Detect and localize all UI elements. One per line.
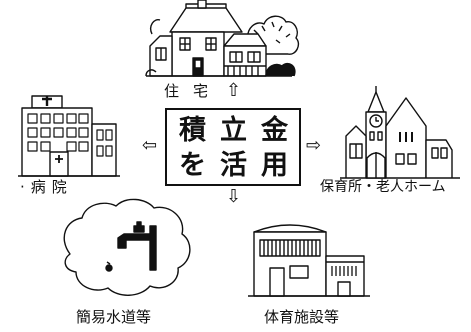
center-text-2: 立 xyxy=(220,115,247,146)
water-tap-illustration xyxy=(63,198,191,296)
arrow-down-icon: ⇩ xyxy=(226,186,242,207)
center-text-5: 活 xyxy=(220,150,247,181)
house-illustration xyxy=(145,0,300,77)
label-gym: 体育施設等 xyxy=(264,308,340,326)
label-nursery: 保育所・老人ホーム xyxy=(320,179,446,195)
label-housing: 住宅 xyxy=(164,82,223,100)
nursery-illustration xyxy=(340,86,460,179)
center-text-1: 積 xyxy=(179,115,206,146)
center-text-4: を xyxy=(179,150,206,181)
label-hospital: ·病院 xyxy=(20,178,73,196)
center-text-6: 用 xyxy=(261,150,288,181)
arrow-right-icon: ⇨ xyxy=(306,135,322,156)
central-fund-box: 積 立 金 を 活 用 xyxy=(165,108,301,186)
center-text-3: 金 xyxy=(261,115,288,146)
arrow-up-icon: ⇧ xyxy=(226,80,242,101)
gymnasium-illustration xyxy=(248,224,370,297)
label-water: 簡易水道等 xyxy=(76,308,152,326)
hospital-illustration xyxy=(18,95,120,177)
arrow-left-icon: ⇦ xyxy=(142,135,158,156)
